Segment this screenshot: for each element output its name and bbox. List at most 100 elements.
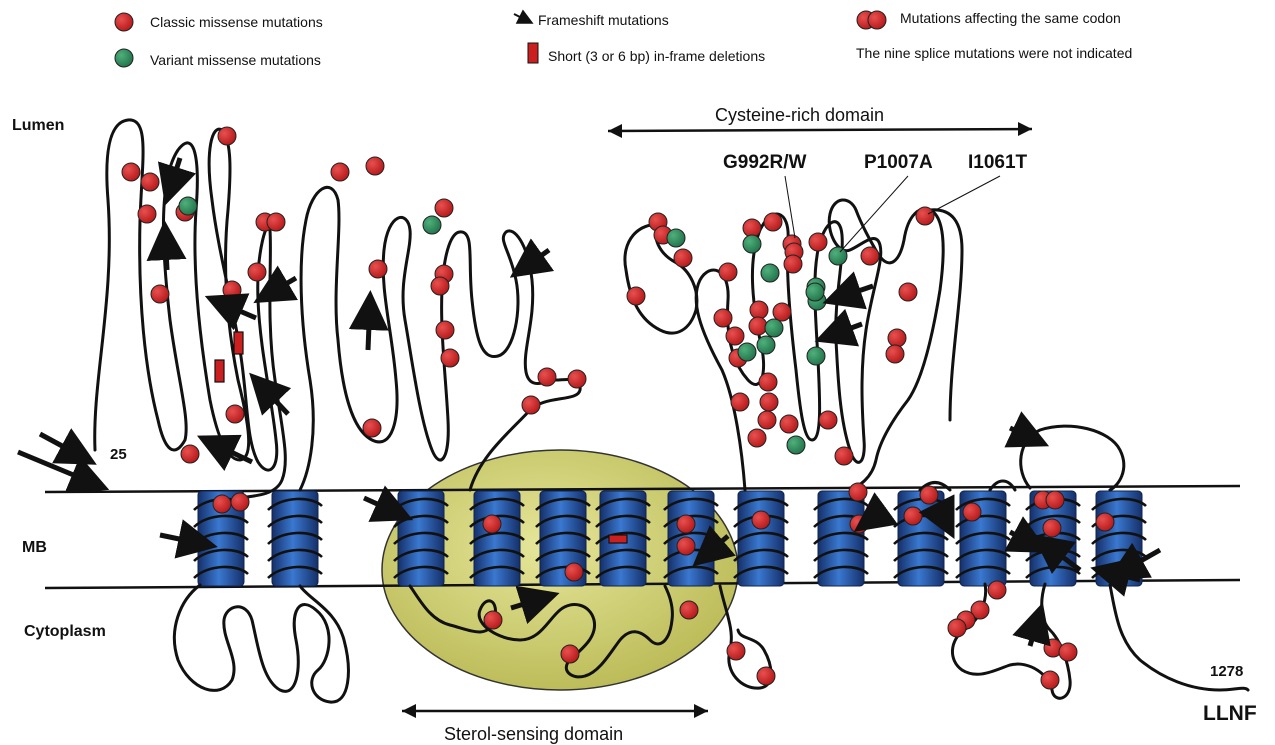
classic-missense-marker — [759, 373, 777, 391]
arrowhead-right-icon — [1018, 122, 1032, 136]
classic-missense-marker — [809, 233, 827, 251]
variant-missense-marker — [743, 235, 761, 253]
c-terminus-position: 1278 — [1210, 663, 1243, 680]
classic-missense-marker — [904, 507, 922, 525]
variant-missense-marker — [179, 197, 197, 215]
classic-missense-marker — [151, 285, 169, 303]
transmembrane-helix — [956, 491, 1010, 586]
classic-missense-marker — [988, 581, 1006, 599]
classic-missense-marker — [780, 415, 798, 433]
classic-missense-marker — [431, 277, 449, 295]
classic-missense-marker — [835, 447, 853, 465]
frameshift-arrow — [1010, 428, 1040, 442]
deletion-marker — [234, 332, 243, 354]
deletion-marker — [215, 360, 224, 382]
mutation-label-p1007: P1007A — [864, 152, 933, 173]
transmembrane-helix — [734, 491, 788, 586]
transmembrane-helix — [894, 491, 948, 586]
classic-missense-marker — [248, 263, 266, 281]
cytoplasmic-loop-1 — [174, 585, 348, 702]
legend: Classic missense mutations Variant misse… — [115, 10, 1132, 68]
classic-missense-marker — [1043, 519, 1061, 537]
classic-missense-marker — [226, 405, 244, 423]
legend-classic-icon — [115, 13, 133, 31]
classic-missense-marker — [963, 503, 981, 521]
classic-missense-marker — [1059, 643, 1077, 661]
classic-missense-marker — [267, 213, 285, 231]
classic-missense-marker — [719, 263, 737, 281]
classic-missense-marker — [141, 173, 159, 191]
classic-missense-marker — [727, 642, 745, 660]
luminal-loop-cterm — [1021, 426, 1124, 490]
callout-line-i1061 — [928, 176, 1000, 214]
classic-missense-marker — [538, 368, 556, 386]
classic-missense-marker — [726, 327, 744, 345]
classic-missense-marker — [181, 445, 199, 463]
classic-missense-marker — [522, 396, 540, 414]
transmembrane-helix — [394, 491, 448, 586]
classic-missense-marker — [677, 515, 695, 533]
deletion-marker — [609, 535, 627, 543]
classic-missense-marker — [748, 429, 766, 447]
frameshift-arrow — [1030, 612, 1040, 646]
cysteine-rich-domain-span: Cysteine-rich domain — [608, 105, 1032, 138]
luminal-loop-2 — [300, 187, 580, 490]
variant-missense-marker — [667, 229, 685, 247]
frameshift-arrow — [165, 230, 167, 270]
classic-missense-marker — [565, 563, 583, 581]
classic-missense-marker — [674, 249, 692, 267]
classic-missense-marker — [752, 511, 770, 529]
classic-missense-marker — [750, 301, 768, 319]
classic-missense-marker — [1041, 671, 1059, 689]
classic-missense-marker — [441, 349, 459, 367]
legend-variant-icon — [115, 49, 133, 67]
arrowhead-left-icon — [608, 124, 622, 138]
legend-same-codon-icon — [868, 11, 886, 29]
frameshift-arrow — [824, 324, 862, 338]
classic-missense-marker — [760, 393, 778, 411]
classic-missense-marker — [213, 495, 231, 513]
classic-missense-marker — [138, 205, 156, 223]
classic-missense-marker — [436, 321, 454, 339]
classic-missense-marker — [773, 303, 791, 321]
legend-frameshift-label: Frameshift mutations — [538, 12, 669, 28]
classic-missense-marker — [561, 645, 579, 663]
classic-missense-marker — [484, 611, 502, 629]
classic-missense-marker — [677, 537, 695, 555]
frameshift-arrow — [40, 434, 88, 460]
transmembrane-helices — [194, 491, 1146, 586]
legend-same-codon-label: Mutations affecting the same codon — [900, 10, 1121, 26]
classic-missense-marker — [435, 199, 453, 217]
cysteine-rich-domain-label: Cysteine-rich domain — [715, 105, 884, 125]
callout-line-p1007 — [840, 176, 908, 252]
variant-missense-marker — [829, 247, 847, 265]
classic-missense-marker — [366, 157, 384, 175]
classic-missense-marker — [743, 219, 761, 237]
classic-missense-marker — [916, 207, 934, 225]
classic-missense-marker — [568, 370, 586, 388]
legend-classic-label: Classic missense mutations — [150, 14, 323, 30]
luminal-linker-2 — [990, 481, 1015, 490]
frameshift-arrow — [262, 278, 296, 298]
variant-missense-marker — [761, 264, 779, 282]
classic-missense-marker — [483, 515, 501, 533]
classic-missense-marker — [886, 345, 904, 363]
classic-missense-marker — [948, 619, 966, 637]
legend-frameshift-icon — [514, 14, 530, 22]
transmembrane-helix — [814, 491, 868, 586]
polypeptide-chain — [95, 120, 1248, 702]
classic-missense-marker — [749, 317, 767, 335]
transmembrane-helix — [470, 491, 524, 586]
classic-missense-marker — [218, 127, 236, 145]
classic-missense-marker — [363, 419, 381, 437]
classic-missense-marker — [627, 287, 645, 305]
mutation-label-g992: G992R/W — [723, 152, 806, 173]
frameshift-arrow — [518, 250, 549, 272]
classic-missense-marker — [757, 667, 775, 685]
mutation-label-i1061: I1061T — [968, 152, 1028, 173]
legend-variant-label: Variant missense mutations — [150, 52, 321, 68]
membrane-label: MB — [22, 539, 47, 556]
classic-missense-marker — [861, 247, 879, 265]
classic-missense-marker — [122, 163, 140, 181]
